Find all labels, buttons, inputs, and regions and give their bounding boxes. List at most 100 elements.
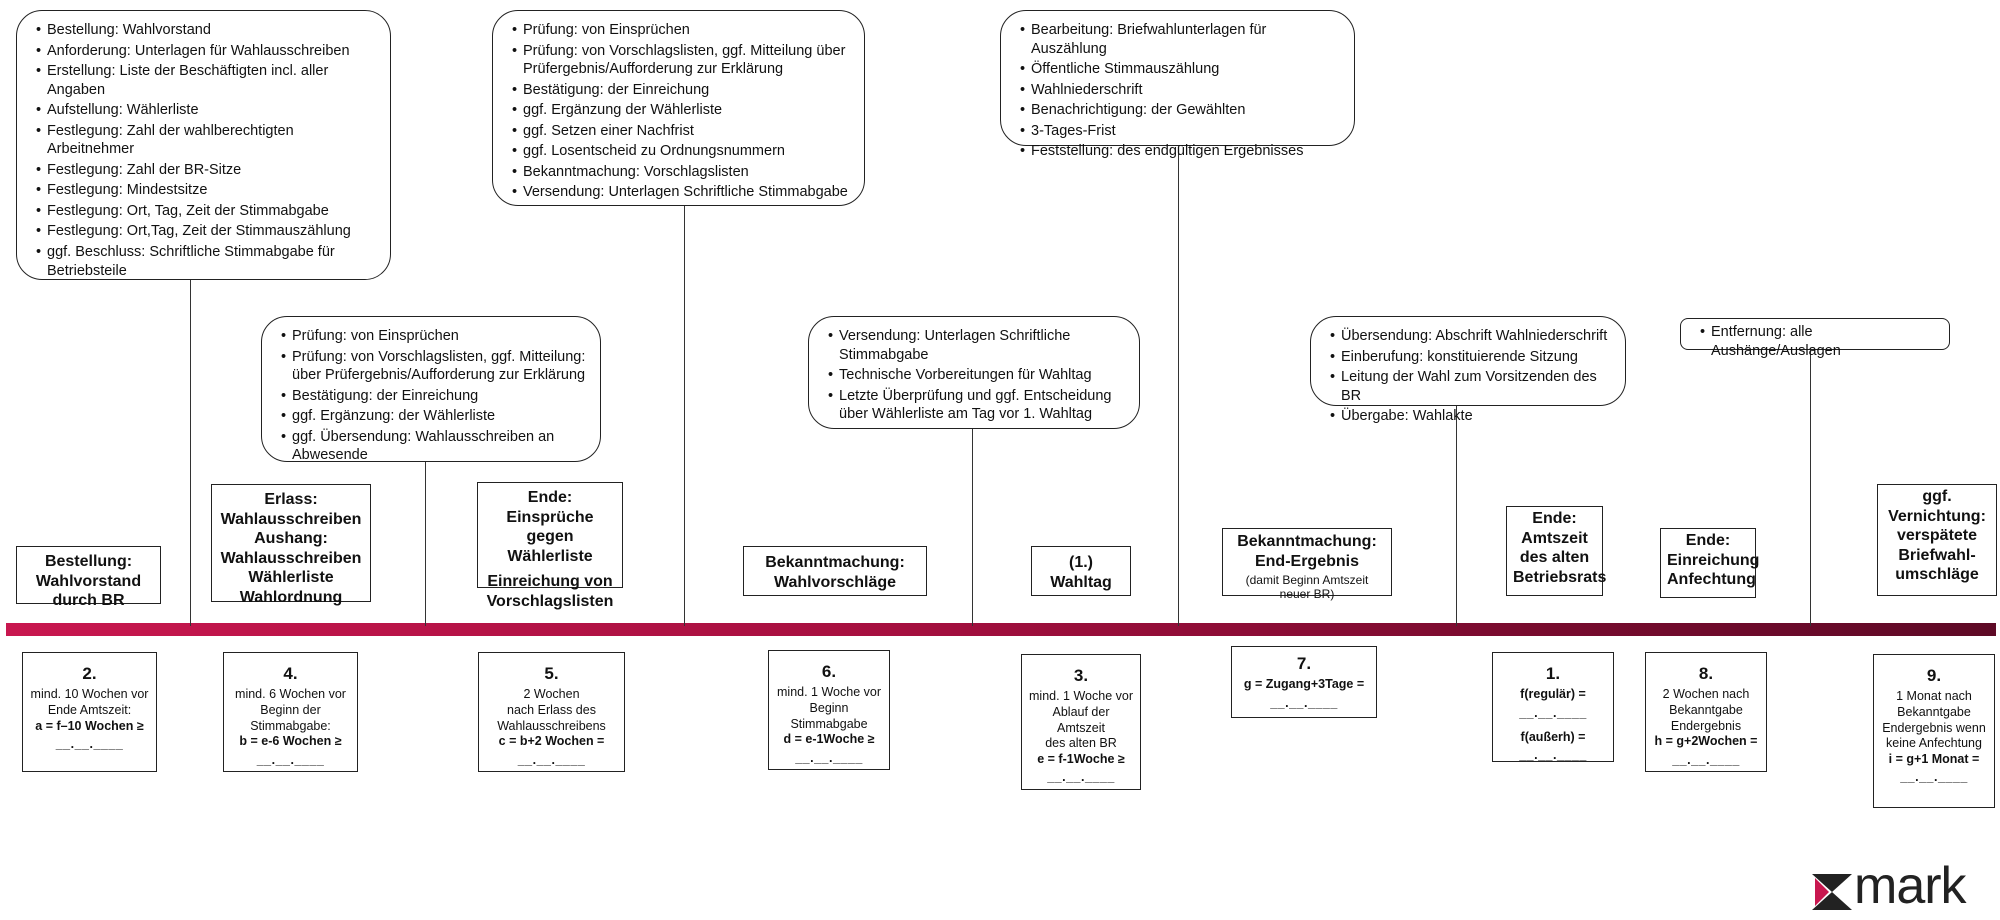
label-line: Bekanntmachung: [765,554,905,571]
info-text: Beginn der [260,702,321,717]
step-number: 7. [1296,654,1312,673]
task-item: Bekanntmachung: Vorschlagslisten [512,163,850,182]
label-line: Ende: [1532,510,1577,527]
milestone-label-2: Erlass: Wahlausschreiben Aushang: Wahlau… [211,484,371,606]
label-line: Wahlausschreiben [220,510,362,528]
date-formula: h = g+2Wochen = [1654,734,1758,749]
info-box-6: 6. mind. 1 Woche vor Beginn Stimmabgabe … [768,650,890,770]
label-line: Wahlausschreiben [220,549,362,567]
info-text: Endergebnis wenn [1882,720,1986,735]
spacer [484,566,616,572]
task-bubble-3: Prüfung: von Einsprüchen Prüfung: von Vo… [492,10,865,206]
task-item: Leitung der Wahl zum Vorsitzenden des BR [1330,368,1611,405]
label-line: umschläge [1895,566,1979,584]
task-item: Aufstellung: Wählerliste [36,101,376,120]
info-text: Endergebnis [1670,718,1742,733]
step-number: 4. [283,664,298,683]
logo-text: mark [1854,857,1967,915]
task-item: Prüfung: von Vorschlagslisten, ggf. Mitt… [512,42,850,79]
label-line: Vorschlagslisten [486,592,614,610]
task-item: Entfernung: alle Aushänge/Auslagen [1700,323,1935,360]
info-text: des alten BR [1045,736,1117,751]
task-item: Prüfung: von Einsprüchen [281,327,586,346]
label-line: Bestellung: [44,553,133,570]
step-number: 1. [1545,664,1561,683]
info-box-3: 3. mind. 1 Woche vor Ablauf der Amtszeit… [1021,654,1141,790]
label-line: Wahlvorstand [35,572,142,590]
task-list: Entfernung: alle Aushänge/Auslagen [1700,323,1935,360]
date-formula: d = e-1Woche ≥ [783,732,875,747]
step-number: 2. [82,664,97,683]
logo-icon [1812,874,1852,910]
info-text: Ablauf der Amtszeit [1052,704,1110,735]
label-line: Einsprüche gegen [506,508,594,546]
label-line: durch BR [52,592,125,610]
info-text: mind. 6 Wochen vor [235,687,346,702]
task-item: Benachrichtigung: der Gewählten [1020,101,1340,120]
info-box-5: 5. 2 Wochen nach Erlass des Wahlausschre… [478,652,625,772]
date-formula: i = g+1 Monat = [1888,751,1980,766]
milestone-label-4: Bekanntmachung: Wahlvorschläge [743,546,927,596]
label-line: Wählerliste [248,569,334,587]
label-line: Wahlordnung [239,588,343,606]
date-formula: f(außerh) = [1520,729,1586,744]
connector-line [1178,146,1180,626]
label-line: Briefwahl- [1898,546,1976,564]
info-text: 1 Monat nach [1896,689,1972,704]
date-blank: __.__.____ [517,752,586,767]
task-bubble-4: Versendung: Unterlagen Schriftliche Stim… [808,316,1140,429]
connector-line [1456,405,1458,626]
task-item: Feststellung: des endgültigen Ergebnisse… [1020,142,1340,161]
label-line: ggf. [1922,488,1952,505]
label-line: Einreichung von [487,573,613,591]
task-item: Versendung: Unterlagen Schriftliche Stim… [828,327,1125,364]
date-formula: b = e-6 Wochen ≥ [239,734,342,749]
info-text: nach Erlass des [507,702,596,717]
date-blank: __.__.____ [55,737,124,752]
mark-logo: mark [1812,857,2000,915]
info-box-4: 4. mind. 6 Wochen vor Beginn der Stimmab… [223,652,358,772]
step-number: 3. [1073,666,1089,685]
date-formula: c = b+2 Wochen = [498,734,605,749]
date-formula: f(regulär) = [1520,687,1586,702]
date-blank: __.__.____ [1900,770,1968,785]
date-blank: __.__.____ [1519,705,1587,720]
task-item: Prüfung: von Vorschlagslisten, ggf. Mitt… [281,348,586,385]
info-text: Beginn [809,700,849,715]
info-box-1: 1. f(regulär) = __.__.____ f(außerh) = _… [1492,652,1614,762]
milestone-label-8: Ende: Einreichung Anfechtung [1660,528,1759,598]
label-line: End-Ergebnis [1254,552,1359,570]
step-number: 9. [1926,666,1942,685]
task-item: Letzte Überprüfung und ggf. Entscheidung… [828,387,1125,424]
task-item: ggf. Ergänzung der Wählerliste [512,101,850,120]
task-item: Wahlniederschrift [1020,81,1340,100]
info-text: Stimmabgabe [790,716,868,731]
info-text: mind. 1 Woche vor [1029,689,1133,704]
task-item: Übergabe: Wahlakte [1330,407,1611,426]
label-subtext: (damit Beginn Amtszeit neuer BR) [1245,573,1369,602]
task-list: Bestellung: Wahlvorstand Anforderung: Un… [36,21,376,280]
task-item: Übersendung: Abschrift Wahlniederschrift [1330,327,1611,346]
task-item: ggf. Setzen einer Nachfrist [512,122,850,141]
connector-line [425,460,427,626]
label-line: Wahlvorschläge [773,573,897,591]
label-line: verspätete [1896,527,1978,545]
milestone-label-7: Ende: Amtszeit des alten Betriebsrats [1506,506,1606,596]
task-item: 3-Tages-Frist [1020,122,1340,141]
spacer [1499,722,1607,730]
date-blank: __.__.____ [795,750,863,765]
task-list: Versendung: Unterlagen Schriftliche Stim… [828,327,1125,424]
connector-line [1810,349,1812,626]
task-bubble-2: Prüfung: von Einsprüchen Prüfung: von Vo… [261,316,601,463]
task-item: Festlegung: Zahl der wahlberechtigten Ar… [36,122,376,159]
task-item: Festlegung: Mindestsitze [36,181,376,200]
date-blank: __.__.____ [1270,695,1338,710]
info-text: Bekanntgabe [1669,702,1743,717]
connector-line [190,278,192,626]
task-list: Bearbeitung: Briefwahlunterlagen für Aus… [1020,21,1340,161]
label-line: Ende: [1685,532,1731,549]
task-item: Festlegung: Ort,Tag, Zeit der Stimmauszä… [36,222,376,241]
info-text: 2 Wochen [523,687,580,702]
task-item: Bearbeitung: Briefwahlunterlagen für Aus… [1020,21,1340,58]
task-item: Festlegung: Ort, Tag, Zeit der Stimmabga… [36,202,376,221]
